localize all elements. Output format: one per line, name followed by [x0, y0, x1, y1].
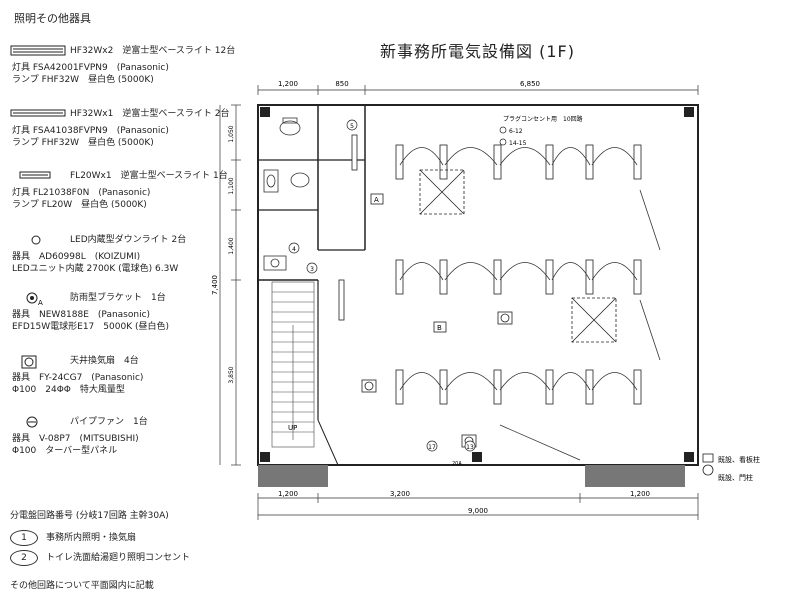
- stair-up-label: UP: [288, 424, 297, 432]
- junction-icon: [499, 126, 507, 134]
- circuit-sub-label: 6-12: [509, 128, 523, 135]
- legend-item-detail: 器具 AD60998L (KOIZUMI): [12, 252, 141, 262]
- legend-item-detail: ランプ FHF32W 昼白色 (5000K): [12, 75, 154, 85]
- legend-panel: 照明その他器具 HF32Wx2 逆富士型ベースライト 12台 灯具 FSA420…: [0, 0, 240, 600]
- legend-title: 照明その他器具: [14, 12, 91, 25]
- building-walls: [257, 104, 699, 466]
- downlight-icon: [31, 235, 41, 245]
- legend-item-detail: 灯具 FL21038F0N (Panasonic): [12, 188, 151, 198]
- dimension-lines: [219, 85, 699, 520]
- legend-item-detail: 灯具 FSA41038FVPN9 (Panasonic): [12, 126, 169, 136]
- legend-item-detail: LEDユニット内蔵 2700K (電球色) 6.3W: [12, 264, 179, 274]
- outlet-label: 20A: [452, 461, 462, 467]
- junction-icon: [499, 138, 507, 146]
- circle-markers: [288, 119, 476, 452]
- circuit-note-label: プラグコンセント用 10回路: [503, 115, 583, 123]
- dim-top-label: 1,200: [278, 80, 298, 88]
- legend-item-detail: ランプ FHF32W 昼白色 (5000K): [12, 138, 154, 148]
- legend-item-detail: 器具 V-08P7 (MITSUBISHI): [12, 434, 139, 444]
- circle-label: 13: [466, 444, 474, 451]
- dim-bottom-label: 3,200: [390, 490, 410, 498]
- circuit-number: 1: [10, 530, 38, 546]
- legend-item-detail: Φ100 24ΦΦ 特大風量型: [12, 385, 125, 395]
- circuit-note: その他回路について平面図内に記載: [10, 581, 154, 591]
- circle-label: 17: [428, 444, 436, 451]
- legend-item-name: LED内蔵型ダウンライト 2台: [70, 235, 187, 245]
- dim-top-label: 850: [335, 80, 348, 88]
- dim-bottom-label: 1,200: [630, 490, 650, 498]
- dim-left-label: 1,050: [228, 125, 235, 142]
- legend-item-name: 天井換気扇 4台: [70, 356, 139, 366]
- circuit-item: 2 トイレ洗面給湯廻り照明コンセント: [10, 550, 190, 566]
- dim-left-label: 1,100: [228, 177, 235, 194]
- single-tube-fixture-icon: [10, 109, 66, 117]
- bracket-light-icon: A: [26, 292, 43, 306]
- legend-item-name: 防雨型ブラケット 1台: [70, 293, 166, 303]
- legend-item-detail: 器具 FY-24CG7 (Panasonic): [12, 373, 144, 383]
- circuit-title: 分電盤回路番号 (分岐17回路 主幹30A): [10, 511, 169, 521]
- circle-label: 4: [292, 246, 296, 253]
- circle-label: 3: [310, 266, 314, 273]
- columns: [260, 107, 694, 462]
- legend-item-detail: ランプ FL20W 昼白色 (5000K): [12, 200, 147, 210]
- circuit-label: 事務所内照明・換気扇: [46, 533, 137, 543]
- legend-item-detail: Φ100 ターバー型パネル: [12, 446, 118, 456]
- legend-item-name: HF32Wx2 逆富士型ベースライト 12台: [70, 46, 236, 56]
- floor-plan: 1,200 850 6,850 1,050 1,100 1,400 3,850 …: [211, 80, 760, 520]
- svg-text:A: A: [38, 299, 43, 306]
- short-tube-fixture-icon: [19, 171, 51, 179]
- panel-b-label: B: [437, 324, 442, 332]
- plan-title: 新事務所電気設備図 (1F): [380, 42, 575, 61]
- legend-item-detail: EFD15W電球形E17 5000K (昼白色): [12, 322, 169, 332]
- wiring-arcs: [399, 147, 661, 461]
- dim-bottom-label: 1,200: [278, 490, 298, 498]
- staircase: [271, 281, 315, 448]
- dim-left-total: 7,400: [211, 275, 219, 295]
- ceiling-fans: [361, 169, 617, 448]
- ext-post-label: 既設、門柱: [718, 473, 753, 482]
- circuit-item: 1 事務所内照明・換気扇: [10, 530, 136, 546]
- legend-item-detail: 器具 NEW8188E (Panasonic): [12, 310, 151, 320]
- light-fixtures: [338, 134, 642, 405]
- legend-item-name: FL20Wx1 逆富士型ベースライト 1台: [70, 171, 228, 181]
- circuit-label: トイレ洗面給湯廻り照明コンセント: [46, 553, 191, 563]
- ceiling-fan-icon: [21, 355, 37, 369]
- dim-bottom-total: 9,000: [468, 507, 488, 515]
- double-tube-fixture-icon: [10, 45, 66, 56]
- legend-item-detail: 灯具 FSA42001FVPN9 (Panasonic): [12, 63, 169, 73]
- exterior-posts: [702, 453, 714, 476]
- circuit-sub-label: 14-15: [509, 140, 527, 147]
- legend-item-name: パイプファン 1台: [70, 417, 148, 427]
- panel-a-label: A: [374, 196, 379, 204]
- dim-left-label: 3,850: [228, 366, 235, 383]
- dim-top-label: 6,850: [520, 80, 540, 88]
- dim-left-label: 1,400: [228, 237, 235, 254]
- pipe-fan-icon: [26, 416, 38, 428]
- circuit-number: 2: [10, 550, 38, 566]
- restroom-fixtures: [263, 117, 310, 271]
- legend-item-name: HF32Wx1 逆富士型ベースライト 2台: [70, 109, 230, 119]
- circle-label: 5: [350, 123, 354, 130]
- ext-post-label: 既設、看板柱: [718, 455, 760, 464]
- panels: [370, 193, 447, 333]
- hatched-entrances: [258, 465, 685, 487]
